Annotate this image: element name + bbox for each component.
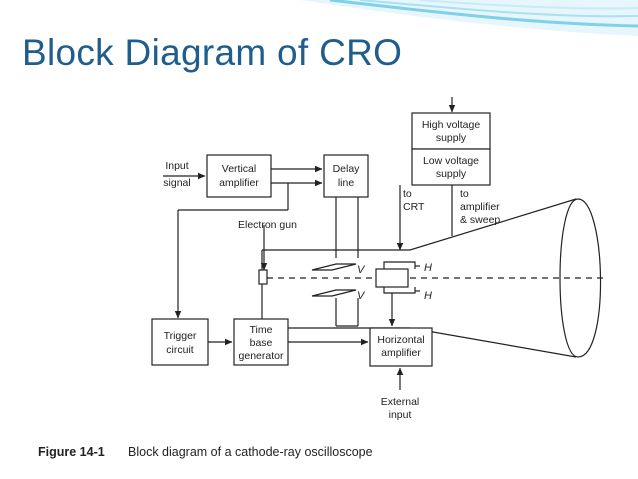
slide-title: Block Diagram of CRO xyxy=(22,32,403,73)
delay-line-line1: Delay xyxy=(333,163,361,175)
time-base-line3: generator xyxy=(239,350,284,362)
high-voltage-supply-line1: High voltage xyxy=(422,119,481,131)
high-voltage-supply-line2: supply xyxy=(436,132,467,144)
vertical-amplifier-line2: amplifier xyxy=(219,177,259,189)
low-voltage-supply-line1: Low voltage xyxy=(423,155,479,167)
input-signal-line2: signal xyxy=(163,177,190,189)
input-signal-line1: Input xyxy=(165,160,188,172)
to-crt-line1: to xyxy=(403,188,412,200)
external-input-line2: input xyxy=(389,409,412,421)
v-plate-label-top: V xyxy=(357,264,366,276)
delay-line-line2: line xyxy=(338,177,355,189)
figure-panel: High voltage supply Low voltage supply V… xyxy=(20,85,614,471)
h-plate-label-top: H xyxy=(424,262,432,274)
to-crt-line2: CRT xyxy=(403,201,425,213)
trigger-circuit-line1: Trigger xyxy=(164,330,197,342)
v-plate-label-bottom: V xyxy=(357,290,366,302)
header-swoosh xyxy=(300,0,638,36)
time-base-line1: Time xyxy=(250,324,273,336)
to-amp-sweep-line3: & sweep xyxy=(460,214,500,226)
h-plate-label-bottom: H xyxy=(424,290,432,302)
to-amp-sweep-line1: to xyxy=(460,188,469,200)
figure-caption: Block diagram of a cathode-ray oscillosc… xyxy=(128,445,373,459)
cro-block-diagram: High voltage supply Low voltage supply V… xyxy=(38,97,604,459)
horizontal-amplifier-line2: amplifier xyxy=(381,347,421,359)
trigger-circuit-line2: circuit xyxy=(166,344,194,356)
to-amp-sweep-line2: amplifier xyxy=(460,201,500,213)
low-voltage-supply-line2: supply xyxy=(436,168,467,180)
horizontal-amplifier-line1: Horizontal xyxy=(377,334,424,346)
electron-gun-label: Electron gun xyxy=(238,219,297,231)
vertical-amplifier-line1: Vertical xyxy=(222,163,256,175)
external-input-line1: External xyxy=(381,396,420,408)
time-base-line2: base xyxy=(250,337,273,349)
figure-number: Figure 14-1 xyxy=(38,445,105,459)
